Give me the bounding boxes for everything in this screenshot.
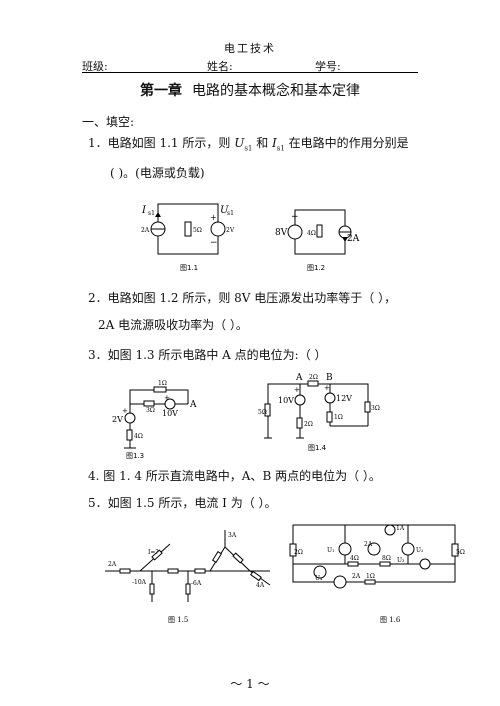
fig14-node-a: A [295,373,303,383]
fig16-caption: 图 1.6 [380,616,401,624]
class-label: 班级: [82,60,108,73]
name-label: 姓名: [207,60,233,73]
q3-text: 如图 1.3 所示电路中 A 点的电位为:（ ） [107,348,327,362]
fig11-plus: + [210,213,217,222]
fig14-plus-right: + [324,384,330,392]
fig14-r-right1: 3Ω [371,405,380,412]
q4-text: 图 1. 4 所示直流电路中，A、B 两点的电位为（ ）。 [103,469,381,483]
q1-sub-u: s1 [244,144,253,153]
fig15-minus6a: -6A [191,580,202,587]
fig11-src-v: 2V [226,227,235,234]
q1-number: 1． [88,136,108,150]
fig13-r-bot: 4Ω [134,433,143,440]
fig16-u2: U₂ [416,547,424,554]
fig14-v-mid: 10V [278,396,294,405]
q1-text-b: 在电路中的作用分别是 [288,136,409,150]
q1-symbol-u: U [234,136,245,150]
q2-number: 2． [88,291,108,305]
fig12-res: 4Ω [307,230,316,237]
fig11-src-a: 2A [141,227,150,234]
fig13-plus-mid: + [164,394,170,402]
fig15-caption: 图 1.5 [168,616,188,624]
question-4: 4. 图 1. 4 所示直流电路中，A、B 两点的电位为（ ）。 [88,469,381,483]
fig16-u3: U₃ [397,557,405,564]
fig15-minus10a: -10A [132,579,147,586]
q5-number: 5． [88,496,108,510]
fig16-r-left: 2Ω [294,549,303,556]
fig14-node-b: B [326,373,333,383]
fig16-2a-bottom: 2A [352,573,361,580]
fig11-minus: − [210,238,218,248]
figure-1-6: 2Ω 5Ω U₁ U₂ U₃ U₄ 2A 1A 4Ω 8Ω 1Ω 2A 图 1.… [289,524,465,624]
fig13-node-a: A [189,400,197,410]
fig14-r-left: 5Ω [258,409,267,416]
fig15-4a: 4A [256,582,265,589]
fig13-r-mid: 3Ω [146,407,155,414]
question-2: 2．电路如图 1.2 所示，则 8V 电压源发出功率等于（ ）， [88,291,396,305]
header-rule [82,72,418,73]
fig13-caption: 图1.3 [126,452,144,460]
fig16-2a: 2A [364,541,373,548]
fig11-u-sub: s1 [227,210,234,217]
q4-number: 4. [88,469,100,483]
figure-1-5: 3A I=? 2A -10A -6A 4A 图 1.5 [105,530,271,624]
header-title: 电工技术 [224,42,276,55]
figure-1-4: A B 2Ω 5Ω + 10V 2Ω + 12V 1Ω 3Ω 图1.4 [258,373,380,452]
question-3: 3．如图 1.3 所示电路中 A 点的电位为:（ ） [88,348,327,362]
fig12-caption: 图1.2 [307,264,325,272]
fig14-caption: 图1.4 [308,444,327,452]
fig11-i-label: I [141,205,147,216]
fig16-u1: U₁ [327,547,334,554]
figure-1-2: + 8V 4Ω 2A 图1.2 [275,209,360,272]
q2-line1: 电路如图 1.2 所示，则 8V 电压源发出功率等于（ ）， [107,291,397,305]
fig11-i-sub: s1 [148,210,155,217]
fig11-u-label: U [220,205,229,216]
fig16-1a: 1A [396,525,405,532]
q1-sub-i: s1 [276,144,285,153]
figure-1-3: 1Ω 3Ω 10V + A + 2V 4Ω 图1.3 [112,380,197,460]
section-title: 一、填空: [82,115,135,129]
question-1: 1．电路如图 1.1 所示，则 Us1 和 Is1 在电路中的作用分别是 [88,136,409,155]
fig12-i-label: 2A [347,234,360,244]
q1-symbol-i: I [272,136,277,150]
fig16-r-right: 5Ω [456,549,465,556]
fig16-r1: 1Ω [366,573,375,580]
chapter-title: 电路的基本概念和基本定律 [192,83,360,99]
question-2-line2: 2A 电流源吸收功率为（ ）。 [98,318,248,332]
figure-1-1: I s1 U s1 + − 2A 5Ω 2V 图1.1 [141,203,235,272]
fig13-r-top: 1Ω [158,380,167,387]
fig16-r8: 8Ω [382,555,391,562]
fig14-v-right: 12V [336,394,352,403]
q3-number: 3． [88,348,108,362]
page-number: ～ 1 ～ [230,677,270,691]
fig15-current-i: I=? [148,549,159,556]
fig16-r4: 4Ω [350,555,359,562]
q1-text-a: 电路如图 1.1 所示，则 [107,136,231,150]
fig13-v-left: 2V [112,415,123,424]
chapter-number: 第一章 [140,83,182,99]
fig13-v-mid: 10V [162,409,178,418]
fig15-3a: 3A [228,532,237,539]
question-5: 5．如图 1.5 所示，电流 I 为（ ）。 [88,496,277,510]
fig12-v-label: 8V [275,228,288,238]
fig14-plus-mid: + [294,386,300,394]
fig16-u4: U₄ [315,575,323,582]
chapter-heading: 第一章电路的基本概念和基本定律 [0,80,500,100]
fig11-res: 5Ω [193,227,202,234]
fig13-plus-left: + [122,407,128,415]
fig14-r-mid: 2Ω [304,421,313,428]
fig14-r-right2: 1Ω [334,414,343,421]
fig14-r-ab: 2Ω [309,374,318,381]
fig12-plus: + [291,212,299,222]
fig15-2a: 2A [108,561,117,568]
q1-and: 和 [256,136,269,150]
student-id-label: 学号: [315,60,341,73]
fig11-caption: 图1.1 [180,264,198,272]
q5-text: 如图 1.5 所示，电流 I 为（ ）。 [107,496,277,510]
question-1-line2: ( )。(电源或负载) [110,166,205,180]
